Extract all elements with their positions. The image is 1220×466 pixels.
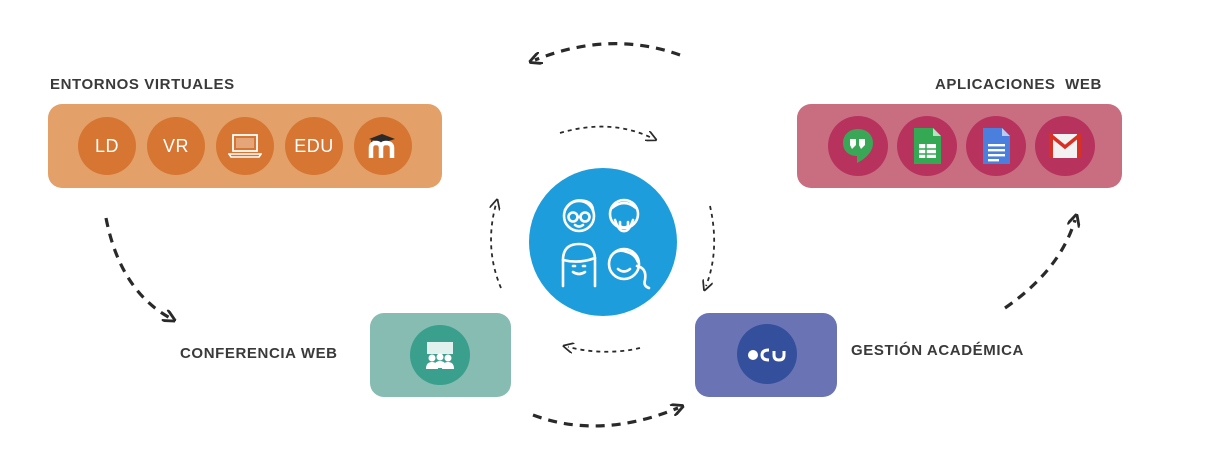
arrow-bottom	[532, 408, 678, 428]
arrow-inner-top	[559, 125, 652, 138]
laptop-icon	[228, 134, 262, 158]
arrow-inner-right	[706, 205, 716, 286]
label-gestion-academica: GESTIÓN ACADÉMICA	[851, 342, 1024, 359]
arrow-right-up	[1004, 220, 1075, 310]
arrow-left-down	[104, 217, 170, 318]
docs-icon	[983, 128, 1010, 164]
moodle-icon	[368, 134, 395, 158]
gestion-logo-icon	[748, 348, 786, 362]
badge-hangouts[interactable]	[828, 116, 888, 176]
arrow-top	[535, 42, 681, 60]
label-conferencia-web: CONFERENCIA WEB	[180, 345, 338, 362]
gestion-badge[interactable]	[737, 324, 797, 384]
conference-icon	[426, 342, 454, 369]
badge-vr[interactable]: VR	[147, 117, 205, 175]
conference-badge[interactable]	[410, 325, 470, 385]
badge-edu[interactable]: EDU	[285, 117, 343, 175]
label-aplicaciones-web: APLICACIONES WEB	[935, 76, 1102, 93]
gmail-icon	[1047, 132, 1083, 158]
hangouts-icon	[843, 129, 873, 163]
arrow-inner-bottom	[568, 347, 641, 352]
badge-moodle[interactable]	[354, 117, 412, 175]
badge-gmail[interactable]	[1035, 116, 1095, 176]
badge-sheets[interactable]	[897, 116, 957, 176]
arrow-inner-left	[491, 204, 502, 289]
sheets-icon	[914, 128, 941, 164]
center-users-circle[interactable]	[529, 168, 677, 316]
badge-ld[interactable]: LD	[78, 117, 136, 175]
users-icon	[561, 198, 651, 290]
badge-docs[interactable]	[966, 116, 1026, 176]
badge-laptop[interactable]	[216, 117, 274, 175]
label-entornos-virtuales: ENTORNOS VIRTUALES	[50, 76, 235, 93]
